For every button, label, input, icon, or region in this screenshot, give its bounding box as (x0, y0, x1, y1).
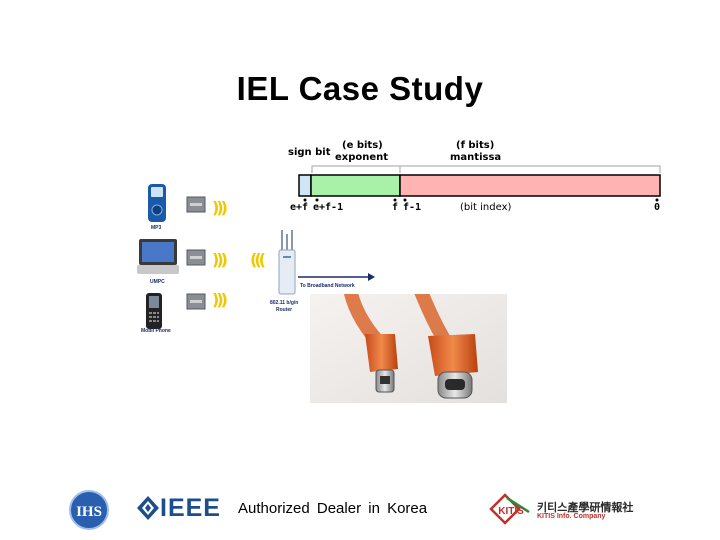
mantissa-field (399, 174, 661, 197)
sign-bit-field (298, 174, 312, 197)
broadband-label: To Broadband Network (300, 283, 355, 289)
index-zero: 0 (654, 202, 661, 213)
index-markers (303, 198, 659, 202)
mobile-phone-label: Mobil Phone (141, 328, 171, 334)
wifi-signal-icon: ((( (250, 250, 266, 269)
wifi-signal-icon: ))) (212, 198, 228, 217)
slide-title: IEL Case Study (236, 70, 484, 107)
firewire-cable-photo (310, 294, 507, 403)
router-model-label: 802.11 b/g/n (270, 300, 299, 306)
ieee-diamond-icon (137, 496, 159, 520)
ihs-logo: IHS (69, 490, 109, 530)
bracket-line (311, 165, 661, 173)
index-f: f (392, 202, 399, 213)
sign-bit-label: sign bit (288, 147, 331, 158)
index-e-plus-f: e+f (290, 202, 309, 213)
umpc-icon (137, 239, 179, 274)
mp3-label: MP3 (151, 225, 162, 231)
router-label: Router (276, 307, 293, 313)
wireless-adapter-icon (186, 249, 206, 266)
exponent-field (310, 174, 401, 197)
kitis-korean-name: 키티스產學研情報社 (537, 501, 634, 514)
wireless-adapter-icon (186, 196, 206, 213)
router-icon (278, 230, 296, 295)
wifi-signal-icon: ))) (212, 250, 228, 269)
mp3-player-icon (148, 184, 166, 222)
bit-field-bar (298, 165, 661, 202)
kitis-logo-text: KITIS (498, 506, 524, 517)
mobile-phone-icon (146, 293, 162, 329)
authorized-dealer-text: Authorized Dealer in Korea (238, 500, 428, 517)
bit-index-label: (bit index) (460, 202, 512, 213)
kitis-logo: KITIS (489, 493, 530, 525)
exponent-bits-label: (e bits) (342, 140, 383, 151)
exponent-label: exponent (335, 152, 389, 163)
mantissa-label: mantissa (450, 152, 502, 163)
ihs-logo-text: IHS (76, 504, 102, 520)
kitis-company-name: KITIS Info. Company (537, 513, 606, 520)
wifi-signal-icon: ))) (212, 290, 228, 309)
umpc-label: UMPC (150, 279, 165, 285)
index-f-minus-1: f-1 (403, 202, 422, 213)
wireless-adapter-icon (186, 293, 206, 310)
broadband-arrow (298, 273, 375, 281)
mantissa-bits-label: (f bits) (456, 140, 495, 151)
index-e-plus-f-minus-1: e+f-1 (313, 202, 344, 213)
ieee-logo-text: IEEE (160, 494, 221, 522)
